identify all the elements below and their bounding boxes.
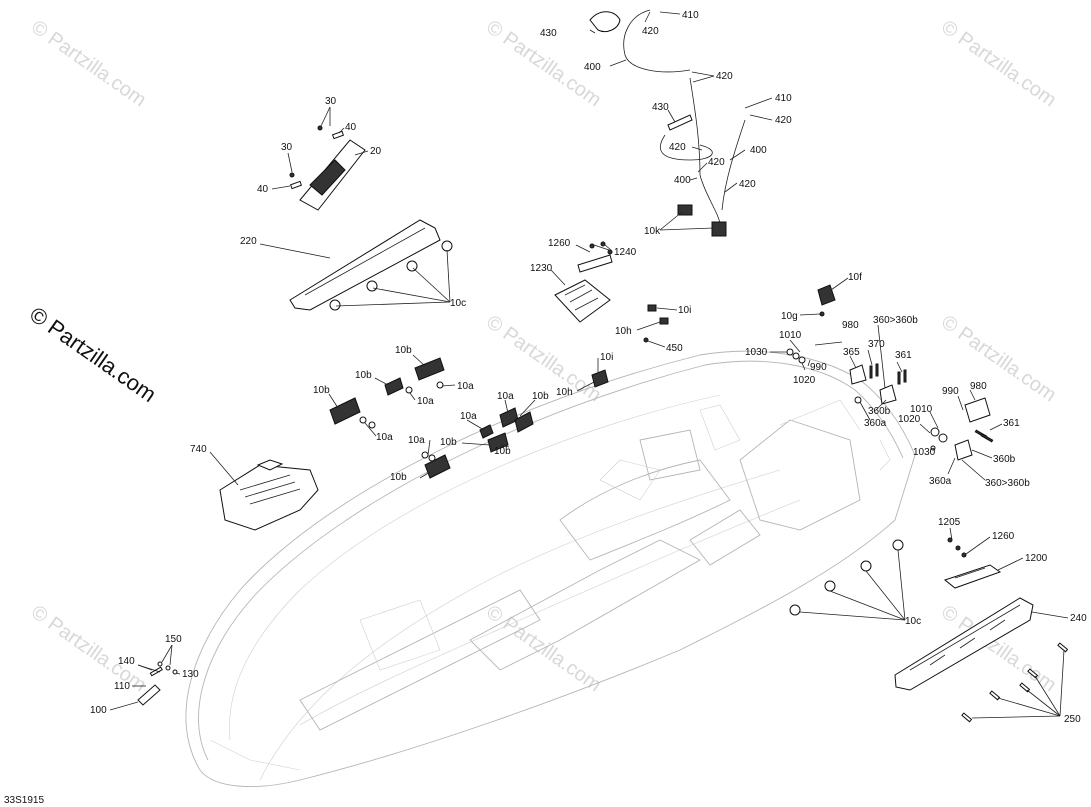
watermark: © Partzilla.com <box>937 16 1060 111</box>
callout-10b: 10b <box>440 437 457 448</box>
callout-420: 420 <box>708 157 725 168</box>
callout-360b: 360b <box>993 454 1016 465</box>
brackets-10a-10b: 10b 10b 10a 10a 10b 10a 10i 10h 10a 10b … <box>313 345 613 483</box>
storage-bin-740: 740 <box>190 444 319 531</box>
rail-240: 240 250 <box>894 597 1087 725</box>
watermark: © Partzilla.com <box>27 601 150 696</box>
callout-10k: 10k <box>644 226 661 237</box>
callout-150: 150 <box>165 634 182 645</box>
callout-365: 365 <box>843 347 860 358</box>
callout-420: 420 <box>739 179 756 190</box>
vent-hoses: 430 420 410 400 420 410 420 430 420 420 … <box>540 9 792 237</box>
callout-430: 430 <box>540 28 557 39</box>
callout-990: 990 <box>942 386 959 397</box>
callout-10a: 10a <box>408 435 425 446</box>
callout-400: 400 <box>674 175 691 186</box>
clips-10i-10h: 10i 10h 450 <box>615 304 691 354</box>
callout-10a: 10a <box>417 396 434 407</box>
callout-410: 410 <box>775 93 792 104</box>
callout-10b: 10b <box>390 472 407 483</box>
plugs-10c-rear: 10c <box>789 539 921 627</box>
callout-130: 130 <box>182 669 199 680</box>
callout-10b: 10b <box>532 391 549 402</box>
callout-360b: 360b <box>868 406 891 417</box>
hull <box>185 350 916 787</box>
callout-400: 400 <box>584 62 601 73</box>
callout-1260: 1260 <box>992 531 1015 542</box>
callout-400: 400 <box>750 145 767 156</box>
footrest-pad-rear: 1205 1260 1200 <box>938 517 1048 589</box>
callout-10b: 10b <box>494 446 511 457</box>
callout-10a: 10a <box>457 381 474 392</box>
callout-10c: 10c <box>905 616 921 627</box>
callout-10a: 10a <box>460 411 477 422</box>
callout-360a: 360a <box>864 418 887 429</box>
callout-40: 40 <box>345 122 357 133</box>
callout-140: 140 <box>118 656 135 667</box>
handle-assembly: 30 40 30 20 40 <box>257 96 382 211</box>
callout-980: 980 <box>842 320 859 331</box>
callout-10h: 10h <box>556 387 573 398</box>
diagram-code: 33S1915 <box>4 795 44 806</box>
callout-1010: 1010 <box>779 330 802 341</box>
callout-1010: 1010 <box>910 404 933 415</box>
callout-10g: 10g <box>781 311 798 322</box>
callout-1020: 1020 <box>793 375 816 386</box>
latch-assembly: 150 140 130 110 100 <box>90 634 199 716</box>
callout-1020: 1020 <box>898 414 921 425</box>
callout-100: 100 <box>90 705 107 716</box>
watermark-main: © Partzilla.com <box>25 302 161 408</box>
callout-240: 240 <box>1070 613 1087 624</box>
callout-10b: 10b <box>395 345 412 356</box>
callout-1030: 1030 <box>745 347 768 358</box>
callout-10f: 10f <box>848 272 862 283</box>
callout-410: 410 <box>682 10 699 21</box>
callout-450: 450 <box>666 343 683 354</box>
callout-10h: 10h <box>615 326 632 337</box>
callout-1030: 1030 <box>913 447 936 458</box>
callout-30: 30 <box>325 96 337 107</box>
watermark: © Partzilla.com <box>482 601 605 696</box>
callout-361: 361 <box>1003 418 1020 429</box>
callout-1260: 1260 <box>548 238 571 249</box>
callout-10a: 10a <box>376 432 393 443</box>
callout-420: 420 <box>642 26 659 37</box>
callout-420: 420 <box>716 71 733 82</box>
callout-430: 430 <box>652 102 669 113</box>
callout-740: 740 <box>190 444 207 455</box>
callout-1205: 1205 <box>938 517 961 528</box>
callout-30: 30 <box>281 142 293 153</box>
right-hardware: 10f 10g 980 1010 1030 990 1020 360>360b … <box>745 272 918 429</box>
callout-1200: 1200 <box>1025 553 1048 564</box>
callout-360a: 360a <box>929 476 952 487</box>
watermark: © Partzilla.com <box>27 16 150 111</box>
callout-980: 980 <box>970 381 987 392</box>
callout-370: 370 <box>868 339 885 350</box>
callout-360-360b: 360>360b <box>985 478 1030 489</box>
callout-420: 420 <box>669 142 686 153</box>
callout-10i: 10i <box>678 305 691 316</box>
callout-220: 220 <box>240 236 257 247</box>
callout-1230: 1230 <box>530 263 553 274</box>
callout-1240: 1240 <box>614 247 637 258</box>
callout-10c: 10c <box>450 298 466 309</box>
callout-250: 250 <box>1064 714 1081 725</box>
rail-220: 220 10c <box>240 219 466 311</box>
callout-360-360b: 360>360b <box>873 315 918 326</box>
right-hardware-lower: 990 980 1010 1020 361 1030 360b 360a 360… <box>898 381 1030 489</box>
callout-10b: 10b <box>313 385 330 396</box>
callout-110: 110 <box>114 681 130 692</box>
callout-20: 20 <box>370 146 382 157</box>
callout-10i: 10i <box>600 352 613 363</box>
callout-40: 40 <box>257 184 269 195</box>
callout-10b: 10b <box>355 370 372 381</box>
callout-420: 420 <box>775 115 792 126</box>
footrest-pad-front: 1260 1240 1230 <box>530 238 637 323</box>
callout-990: 990 <box>810 362 827 373</box>
callout-361: 361 <box>895 350 912 361</box>
callout-10a: 10a <box>497 391 514 402</box>
